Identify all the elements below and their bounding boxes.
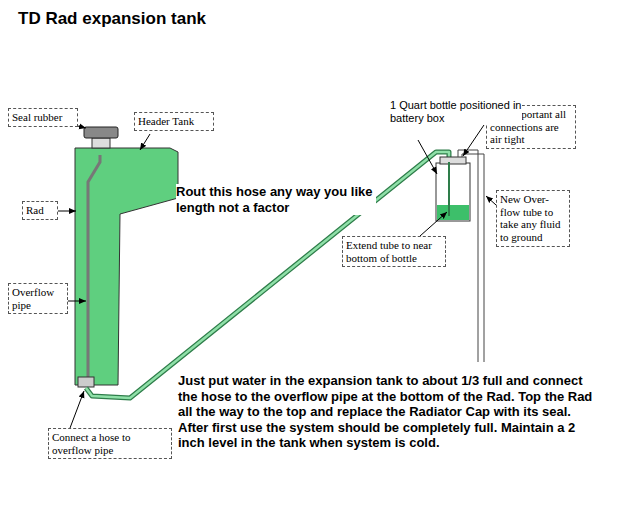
callout-text: New Over-flow tube to take any fluid to …: [500, 193, 566, 244]
callout-text: Header Tank: [138, 115, 210, 128]
overflow-tube: [462, 154, 484, 362]
callout-box: Connect a hose to overflow pipe: [48, 428, 172, 459]
hose-core: [86, 152, 449, 398]
callout-box: Rad: [22, 201, 58, 220]
radiator: [75, 148, 178, 385]
leader-line: [140, 134, 150, 150]
instruction-note: Just put water in the expansion tank to …: [178, 373, 600, 451]
pipe-fitting: [78, 377, 94, 387]
filler-neck: [92, 138, 110, 148]
bottle: [436, 163, 470, 221]
callout-box: Header Tank: [134, 112, 214, 131]
leader-line: [420, 212, 447, 236]
leader-line: [463, 122, 486, 156]
callout-text: Connect a hose to overflow pipe: [52, 431, 168, 456]
leader-line: [58, 211, 76, 212]
callout-text: Overflow pipe: [12, 286, 64, 311]
bottle-cap: [440, 157, 466, 164]
dip-tube: [448, 162, 450, 216]
leader-line: [70, 391, 84, 428]
callout-box: Extend tube to near bottom of bottle: [342, 236, 446, 267]
callout-text: Extend tube to near bottom of bottle: [346, 239, 442, 264]
coolant-level: [437, 205, 469, 220]
callout-box: Overflow pipe: [8, 283, 68, 314]
hose-note: Rout this hose any way you like length n…: [176, 184, 376, 215]
overflow-tube: [458, 150, 478, 362]
hose: [86, 152, 449, 398]
callout-text: Rad: [26, 204, 54, 217]
callout-box: Seal rubber: [8, 108, 78, 127]
overflow-pipe: [88, 155, 100, 378]
callout-box: New Over-flow tube to take any fluid to …: [496, 190, 570, 247]
radiator-cap: [84, 127, 118, 138]
callout-text: Seal rubber: [12, 111, 74, 124]
leader-line: [418, 140, 437, 174]
bottle-note: 1 Quart bottle positioned in battery box: [390, 99, 522, 125]
leader-line: [486, 196, 496, 205]
leader-line: [68, 301, 86, 302]
diagram-title: TD Rad expansion tank: [18, 9, 206, 29]
